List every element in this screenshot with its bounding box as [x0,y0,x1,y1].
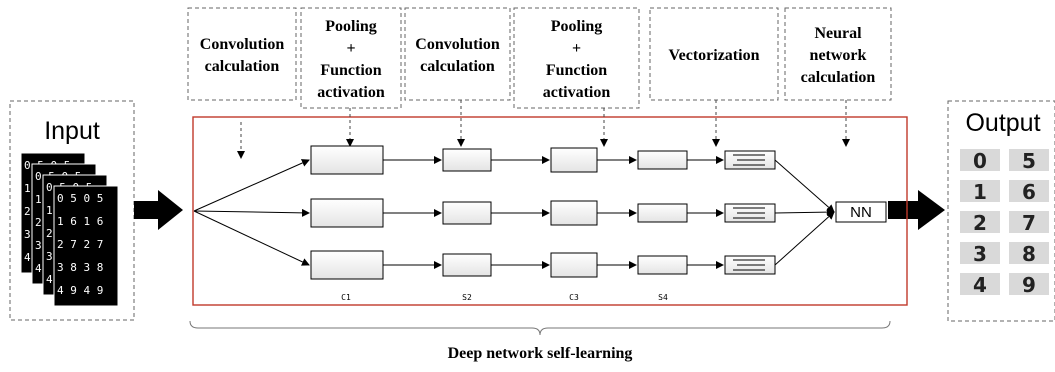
step-1-line-1: Convolution [200,36,285,53]
nn-label: NN [850,204,872,221]
output-digit-0: 0 [960,149,1000,173]
step-4-line-1: Pooling [551,18,603,35]
output-digit-5: 5 [1009,149,1049,173]
c3-box-row-1 [550,147,598,173]
output-digit-label: 0 [973,149,987,173]
input-sample-digits: 3 8 3 8 [57,261,103,274]
step-box-2: Pooling + Function activation [300,7,402,109]
output-digit-8: 8 [1009,242,1049,266]
step-5-line-1: Vectorization [669,47,760,64]
step-2-line-1: Pooling [325,18,377,35]
c1-box-row-1 [310,145,384,175]
input-sample-card-4: 0 5 0 5 1 6 1 6 2 7 2 7 3 8 3 8 4 9 4 9 [53,185,119,307]
stage-labels: C1 S2 C3 S4 [341,293,668,302]
step-box-6: Neural network calculation [784,7,892,101]
input-block: Input 0 5 0 5 1 6 1 6 2 7 2 7 3 8 3 8 4 9 4 … [9,100,135,321]
output-digit-4: 4 [960,273,1000,297]
stage-label-c1: C1 [341,293,351,302]
s4-box-row-3 [637,255,688,275]
step-2-line-4: activation [317,84,385,101]
network-row-3 [193,210,835,280]
s2-box-row-1 [442,148,492,172]
s2-box-row-3 [442,253,492,277]
output-digit-label: 5 [1022,149,1036,173]
input-label: Input [44,117,100,145]
vectorize-icon [733,154,765,166]
step-4-line-3: Function [546,62,607,79]
output-digit-label: 8 [1022,242,1036,266]
output-label: Output [965,109,1040,137]
vectorize-icon [733,259,765,271]
step-box-4: Pooling + Function activation [513,7,640,109]
stage-label-c3: C3 [569,293,579,302]
step-6-line-3: calculation [801,69,876,86]
output-digit-7: 7 [1009,211,1049,235]
c1-box-row-2 [310,198,384,228]
output-digit-label: 1 [973,180,987,204]
network-row-2 [193,198,835,228]
output-digit-2: 2 [960,211,1000,235]
output-digit-1: 1 [960,180,1000,204]
step-3-line-1: Convolution [415,36,500,53]
step-1-line-2: calculation [205,58,280,75]
input-sample-digits: 1 6 1 6 [57,215,103,228]
input-sample-digits: 4 9 4 9 [57,284,103,297]
s2-box-row-2 [442,201,492,225]
output-digit-label: 9 [1022,273,1036,297]
nn-node: NN [835,201,887,223]
bottom-brace [189,320,891,336]
output-digit-label: 2 [973,211,987,235]
step-2-line-2: + [346,40,355,57]
input-arrow [134,190,183,230]
vectorize-icon [733,207,765,219]
step-box-1: Convolution calculation [187,7,297,101]
input-sample-digits: 2 7 2 7 [57,238,103,251]
network-row-1 [193,145,835,213]
output-arrow [888,190,945,230]
c3-box-row-3 [550,252,598,278]
s4-box-row-1 [637,150,688,170]
input-sample-digits: 0 5 0 5 [57,192,103,205]
bottom-label: Deep network self-learning [448,345,633,362]
step-3-line-2: calculation [420,58,495,75]
step-4-line-2: + [572,40,581,57]
step-2-line-3: Function [320,62,381,79]
output-digit-label: 3 [973,242,987,266]
output-digit-9: 9 [1009,273,1049,297]
step-box-3: Convolution calculation [404,7,511,101]
output-digit-label: 7 [1022,211,1036,235]
output-digit-label: 4 [973,273,987,297]
output-digit-3: 3 [960,242,1000,266]
output-digits: 0 5 1 6 2 7 3 8 4 9 [960,149,1049,297]
step-pointer-arrows [237,100,850,159]
c3-box-row-2 [550,200,598,226]
c1-box-row-3 [310,250,384,280]
s4-box-row-2 [637,203,688,223]
step-6-line-1: Neural [814,25,862,42]
input-image-stack: 0 5 0 5 1 6 1 6 2 7 2 7 3 8 3 8 4 9 4 90 5 0… [20,152,119,307]
network-frame [192,116,908,306]
step-boxes: Convolution calculation Pooling + Function ac… [187,7,892,109]
output-digit-label: 6 [1022,180,1036,204]
output-digit-6: 6 [1009,180,1049,204]
step-6-line-2: network [810,47,867,64]
step-box-5: Vectorization [649,7,779,101]
step-4-line-4: activation [543,84,611,101]
network-rows [193,145,835,280]
output-block: Output 0 5 1 6 2 7 3 8 4 9 [947,100,1055,322]
output-frame [947,100,1055,322]
stage-label-s4: S4 [658,293,668,302]
stage-label-s2: S2 [462,293,472,302]
